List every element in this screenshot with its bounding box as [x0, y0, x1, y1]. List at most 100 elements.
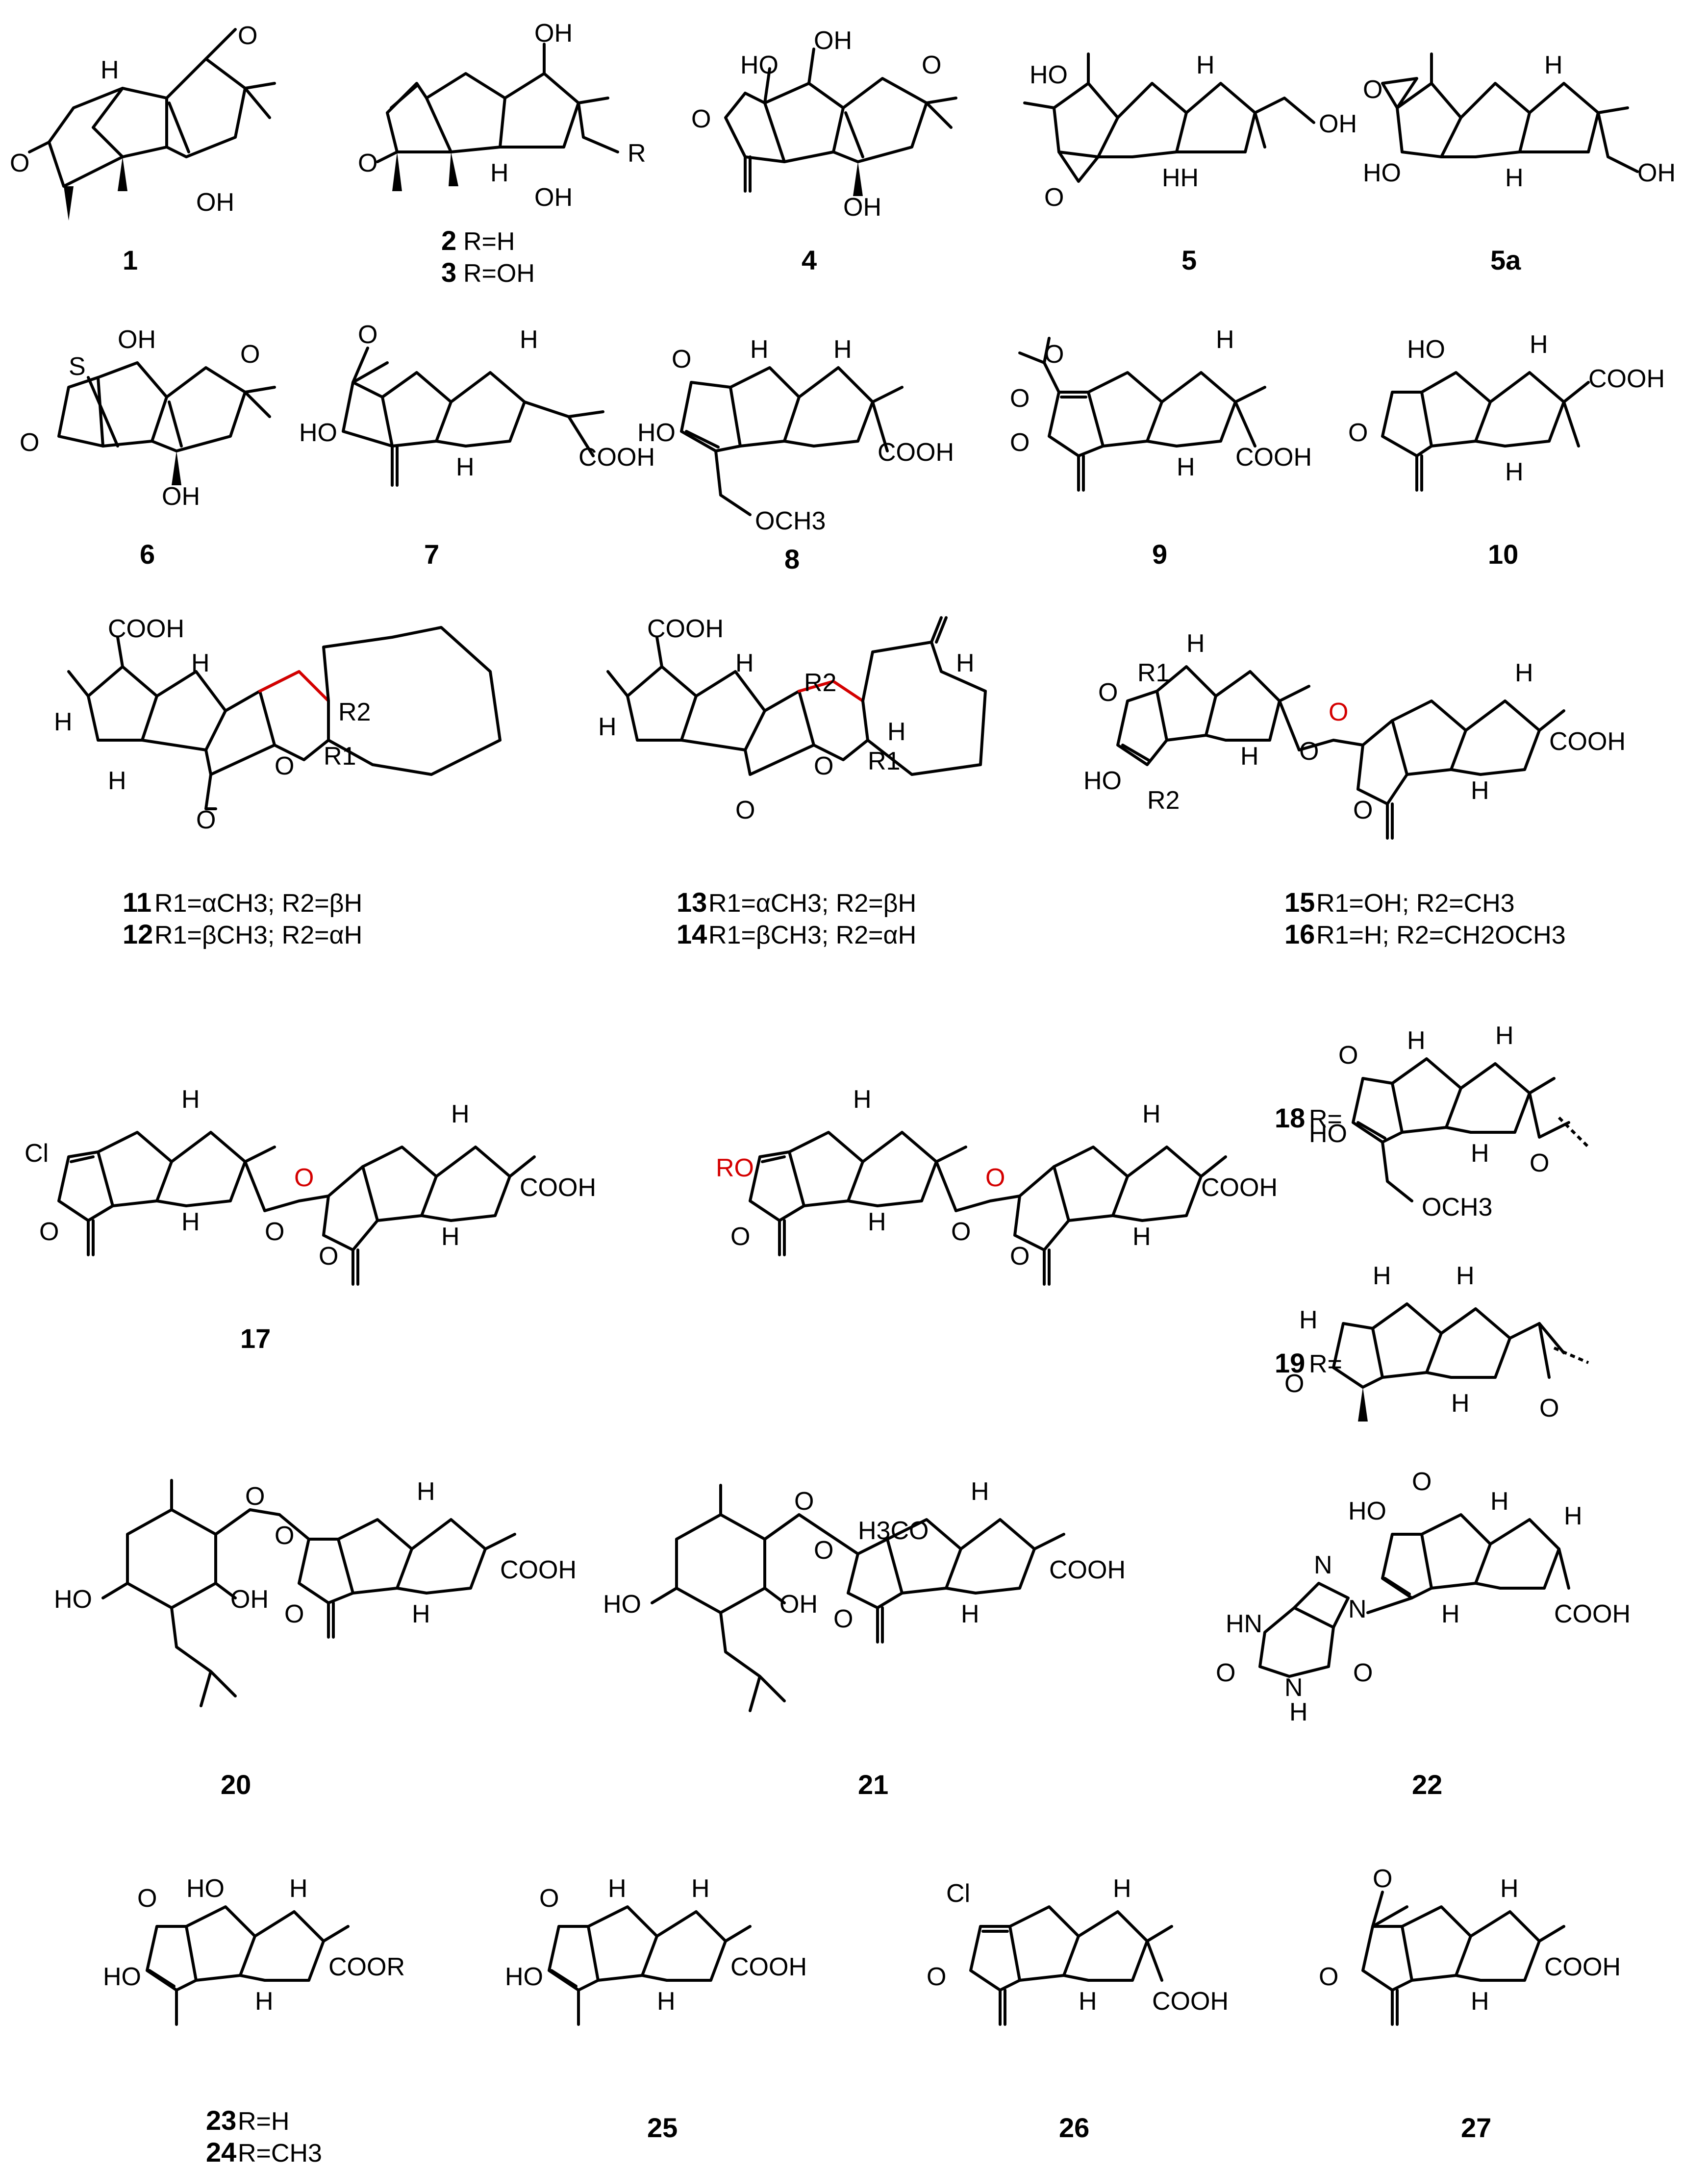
- compound-8: O H H HO COOH OCH3 8: [637, 335, 954, 574]
- h-label: H: [971, 1477, 989, 1506]
- h-label: H: [657, 1987, 676, 2016]
- hydroxyl: OH: [814, 26, 852, 55]
- ketone-o: O: [730, 1222, 750, 1251]
- hydroxyl: HO: [1309, 1120, 1347, 1148]
- compound-number: 5a: [1490, 245, 1521, 275]
- hydroxyl: HO: [54, 1585, 92, 1614]
- r1-label: R1: [868, 747, 900, 775]
- compound-number: 17: [240, 1323, 271, 1354]
- carboxylic-acid: COOH: [578, 443, 655, 472]
- h-label: H: [750, 335, 769, 364]
- h-label: H: [956, 649, 975, 677]
- hydroxyl: OH: [1637, 159, 1676, 187]
- carboxylic-acid: COOH: [520, 1173, 596, 1202]
- h-label: H: [1471, 776, 1489, 805]
- h-label: H: [1441, 1600, 1460, 1628]
- ketone-o: O: [539, 1884, 559, 1913]
- carboxylic-acid: COOH: [1549, 727, 1626, 756]
- substituent-caption: R1=βCH3; R2=αH: [708, 921, 916, 949]
- compound-20: O O H HO OH COOH O H 20: [54, 1477, 577, 1800]
- h-label: H: [1505, 458, 1524, 486]
- ketone-o: O: [1284, 1370, 1304, 1398]
- h-label: H: [961, 1600, 980, 1628]
- compound-21: O H3CO H O HO OH COOH O H 21: [603, 1477, 1126, 1800]
- hydroxyl: OH: [534, 183, 573, 212]
- ketone-o: O: [735, 796, 755, 824]
- ro-label: RO: [716, 1154, 754, 1182]
- ketone-o: O: [1098, 678, 1118, 707]
- compound-number: 4: [802, 245, 817, 275]
- compound-number: 5: [1181, 245, 1197, 275]
- compound-number: 1: [123, 245, 138, 275]
- h-label: H: [1500, 1874, 1519, 1903]
- hydroxyl: HO: [637, 419, 676, 447]
- ketone-o: O: [39, 1218, 59, 1246]
- carbonyl-o: O: [265, 1218, 284, 1246]
- compound-27: O H O COOH H 27: [1319, 1865, 1621, 2143]
- carboxylic-acid: COOH: [878, 438, 954, 467]
- compound-22: O HO H N N HN N H O H O COOH H 22: [1216, 1468, 1631, 1800]
- compound-number: 9: [1152, 539, 1167, 570]
- h-label: H: [490, 159, 509, 187]
- compound-number: 19: [1275, 1347, 1305, 1378]
- h-label: H: [1471, 1987, 1489, 2016]
- carboxylic-acid: COOH: [1554, 1600, 1631, 1628]
- compound-number: 27: [1461, 2112, 1491, 2143]
- hydroxyl: HO: [103, 1963, 141, 1991]
- ketone-o: O: [1353, 796, 1373, 824]
- carboxylic-acid: COOH: [1201, 1173, 1278, 1202]
- compound-number: 25: [647, 2112, 678, 2143]
- substituent-caption: R1=H; R2=CH2OCH3: [1316, 921, 1566, 949]
- ketone-o: O: [922, 51, 941, 79]
- h-label: H: [1113, 1874, 1131, 1903]
- carbonyl-o: O: [1299, 737, 1319, 766]
- r2-label: R2: [1147, 786, 1180, 815]
- carbonyl-o: O: [245, 1482, 265, 1511]
- carboxylic-acid: COOH: [1588, 365, 1665, 393]
- compound-18-r-group: O H H HO H O OCH3 18 R=: [1275, 1022, 1590, 1222]
- h-label: H: [1495, 1022, 1514, 1050]
- compound-ro-dimer: H RO O H O H COOH O O H: [716, 1085, 1278, 1286]
- carbonyl-o: O: [951, 1218, 971, 1246]
- compound-5: HO OH H HH O 5: [1023, 51, 1357, 275]
- compound-25: O H H HO COOH H 25: [505, 1874, 807, 2143]
- ring-o: O: [275, 752, 294, 780]
- h-label: H: [1186, 629, 1205, 658]
- carbonyl-o: O: [794, 1487, 814, 1516]
- carboxylic-acid: COOH: [1152, 1987, 1229, 2016]
- ketone-o: O: [691, 105, 711, 133]
- substituent-caption: R=OH: [463, 259, 535, 288]
- ketone-o: O: [238, 22, 257, 50]
- substituent-caption: R=: [1309, 1105, 1342, 1133]
- methoxy: OCH3: [755, 507, 826, 535]
- h-label: H: [735, 649, 754, 677]
- ketone-o: O: [284, 1600, 304, 1628]
- h-label: H: [1289, 1698, 1308, 1726]
- h-label: H: [441, 1222, 460, 1251]
- compound-number: 16: [1284, 919, 1315, 949]
- r-label: R: [628, 139, 646, 168]
- carboxylic-acid: COOH: [500, 1556, 577, 1584]
- hydroxyl: HO: [1030, 61, 1068, 89]
- compound-number: 3: [441, 257, 456, 288]
- h-label: H: [1177, 453, 1195, 481]
- substituent-caption: R1=βCH3; R2=αH: [154, 921, 362, 949]
- compound-5a: O H HO H OH 5a: [1363, 51, 1676, 275]
- h-label: H: [1564, 1502, 1582, 1530]
- hydroxyl: OH: [534, 19, 573, 48]
- h-label: H: [1471, 1139, 1489, 1168]
- hydroxyl: OH: [230, 1585, 269, 1614]
- epoxide-o: O: [358, 321, 377, 349]
- h-label: H: [1373, 1262, 1391, 1290]
- ketone-o: O: [196, 806, 216, 834]
- ester-o: O: [985, 1164, 1005, 1192]
- nh-label: HN: [1226, 1610, 1262, 1638]
- ketone-o: O: [319, 1242, 338, 1271]
- h-label: H: [691, 1874, 710, 1903]
- h-label: H: [191, 649, 210, 677]
- hydroxyl: HO: [505, 1963, 543, 1991]
- carboxylic-acid: COOH: [730, 1953, 807, 1981]
- h-label: H: [1544, 51, 1563, 79]
- h-label: H: [853, 1085, 872, 1114]
- epoxide-o: O: [1363, 75, 1382, 104]
